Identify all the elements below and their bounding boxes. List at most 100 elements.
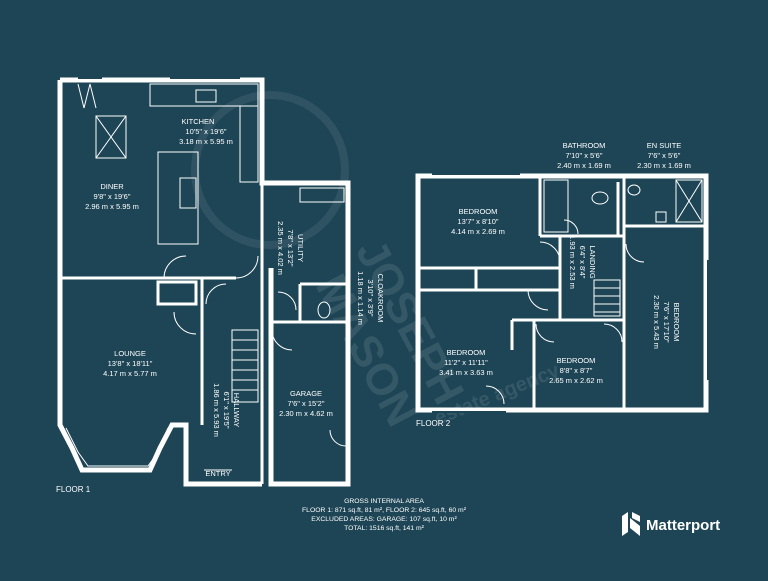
door-swing <box>173 311 197 335</box>
room-metric: 2.30 m x 5.43 m <box>652 295 661 349</box>
room-imperial: 10'5" x 19'6" <box>185 127 226 136</box>
room-name: EN SUITE <box>647 141 682 150</box>
door-swing <box>603 323 623 343</box>
door-swing <box>539 241 561 263</box>
room-imperial: 11'2" x 11'11" <box>444 358 488 367</box>
area-title: GROSS INTERNAL AREA <box>344 498 424 505</box>
room-imperial: 7'10" x 5'6" <box>566 151 603 160</box>
floor-1-outer-wall-south <box>57 80 262 487</box>
ensuite-basin-icon <box>627 184 641 196</box>
floor-1-label: FLOOR 1 <box>56 485 91 494</box>
room-name: CLOAKROOM <box>376 274 385 323</box>
toilet-icon <box>317 301 331 319</box>
room-name: KITCHEN <box>182 117 215 126</box>
room-bedroom-4: BEDROOM 8'8" x 8'7" 2.65 m x 2.62 m <box>549 356 603 385</box>
floor-2-label: FLOOR 2 <box>416 419 451 428</box>
basin-icon <box>591 191 609 205</box>
floor-1-outer-wall <box>60 77 351 487</box>
door-swing <box>235 255 259 279</box>
kitchen-island <box>157 151 199 245</box>
room-metric: 1.86 m x 5.93 m <box>212 383 221 437</box>
matterport-brand: Matterport <box>622 512 720 536</box>
stairs-floor-2 <box>593 279 621 317</box>
room-landing: LANDING 6'4" x 8'4" 1.93 m x 2.53 m <box>568 235 597 289</box>
sink-icon <box>195 89 217 103</box>
floor-2-outer-wall <box>415 173 709 413</box>
room-name: HALLWAY <box>232 393 241 427</box>
room-metric: 2.65 m x 2.62 m <box>549 376 603 385</box>
room-metric: 1.18 m x 1.14 m <box>356 271 365 325</box>
area-summary: GROSS INTERNAL AREA FLOOR 1: 871 sq.ft, … <box>302 498 467 532</box>
floor-1-plan: KITCHEN 10'5" x 19'6" 3.18 m x 5.95 m DI… <box>56 77 385 494</box>
door-swing <box>329 429 347 447</box>
cupboard <box>156 280 198 306</box>
bay-window <box>65 427 169 467</box>
room-kitchen: KITCHEN 10'5" x 19'6" 3.18 m x 5.95 m <box>179 117 233 146</box>
room-garage: GARAGE 7'6" x 15'2" 2.30 m x 4.62 m <box>279 389 333 418</box>
room-name: BEDROOM <box>447 348 486 357</box>
shower-icon <box>675 179 703 223</box>
area-line-1: FLOOR 1: 871 sq.ft, 81 m², FLOOR 2: 645 … <box>302 507 467 514</box>
kitchen-counter-side <box>239 105 259 183</box>
room-name: BATHROOM <box>563 141 606 150</box>
room-bedroom-2: BEDROOM 7'6" x 17'10" 2.30 m x 5.43 m <box>652 295 681 349</box>
room-lounge: LOUNGE 13'8" x 18'11" 4.17 m x 5.77 m <box>103 349 157 378</box>
room-metric: 4.17 m x 5.77 m <box>103 369 157 378</box>
room-name: LANDING <box>588 245 597 279</box>
room-name: DINER <box>100 182 124 191</box>
room-metric: 2.30 m x 1.69 m <box>637 161 691 170</box>
room-imperial: 8'8" x 8'7" <box>560 366 593 375</box>
shower-cross-2 <box>675 179 703 223</box>
room-imperial: 7'6" x 5'6" <box>648 151 681 160</box>
room-metric: 2.40 m x 1.69 m <box>557 161 611 170</box>
room-en-suite: EN SUITE 7'6" x 5'6" 2.30 m x 1.69 m <box>637 141 691 170</box>
room-imperial: 7'6" x 17'10" <box>662 301 671 342</box>
room-imperial: 6'1" x 19'5" <box>222 392 231 429</box>
room-name: GARAGE <box>290 389 322 398</box>
room-bedroom-1: BEDROOM 13'7" x 8'10" 4.14 m x 2.69 m <box>451 207 505 236</box>
utility-counter <box>299 187 345 203</box>
room-name: BEDROOM <box>459 207 498 216</box>
room-metric: 4.14 m x 2.69 m <box>451 227 505 236</box>
room-name: BEDROOM <box>672 303 681 342</box>
room-metric: 2.30 m x 4.62 m <box>279 409 333 418</box>
area-line-2: EXCLUDED AREAS: GARAGE: 107 sq.ft, 10 m² <box>311 516 457 523</box>
room-bedroom-3: BEDROOM 11'2" x 11'11" 3.41 m x 3.63 m <box>439 348 493 377</box>
watermark-ring-icon <box>191 91 349 249</box>
matterport-wordmark: Matterport <box>646 517 720 534</box>
kitchen-counter-top <box>149 83 259 107</box>
door-swing <box>277 291 297 311</box>
watermark: JOSEPH MASON estate agency <box>191 91 563 434</box>
door-swing <box>535 323 555 343</box>
room-metric: 2.96 m x 5.95 m <box>85 202 139 211</box>
room-metric: 3.18 m x 5.95 m <box>179 137 233 146</box>
room-imperial: 6'4" x 8'4" <box>578 246 587 279</box>
room-imperial: 7'8" x 13'2" <box>286 230 295 267</box>
skylight <box>95 115 127 159</box>
door-swing <box>625 243 645 263</box>
room-hallway: HALLWAY 6'1" x 19'5" 1.86 m x 5.93 m <box>212 383 241 437</box>
door-swing <box>485 385 505 405</box>
door-swing <box>271 329 293 351</box>
room-imperial: 3'10" x 3'9" <box>366 280 375 317</box>
room-metric: 2.35 m x 4.02 m <box>276 221 285 275</box>
room-name: BEDROOM <box>557 356 596 365</box>
room-imperial: 9'8" x 19'6" <box>94 192 131 201</box>
door-swing <box>205 283 227 305</box>
bathtub-icon <box>543 179 569 233</box>
skylight-cross-2 <box>95 115 127 159</box>
toilet-icon <box>655 211 667 223</box>
room-imperial: 13'8" x 18'11" <box>108 359 153 368</box>
room-imperial: 13'7" x 8'10" <box>457 217 498 226</box>
room-bathroom: BATHROOM 7'10" x 5'6" 2.40 m x 1.69 m <box>557 141 611 170</box>
room-name: LOUNGE <box>114 349 146 358</box>
stairs-floor-1 <box>231 329 259 403</box>
room-metric: 3.41 m x 3.63 m <box>439 368 493 377</box>
room-imperial: 7'6" x 15'2" <box>288 399 325 408</box>
hob-icon <box>179 177 197 209</box>
room-diner: DINER 9'8" x 19'6" 2.96 m x 5.95 m <box>85 182 139 211</box>
door-swing <box>527 289 549 311</box>
room-name: UTILITY <box>296 234 305 262</box>
